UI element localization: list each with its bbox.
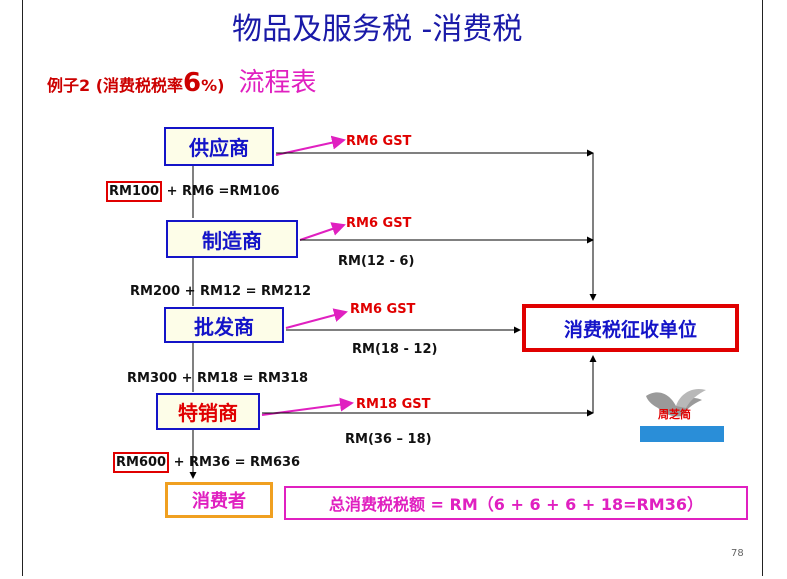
subtitle-rate-value: 6 (183, 68, 202, 98)
retailer-box: 特销商 (156, 393, 260, 430)
slide-frame (22, 0, 763, 576)
gst-label-retailer: RM18 GST (356, 397, 431, 412)
consumer-box: 消费者 (165, 482, 273, 518)
price-rest: + RM6 =RM106 (162, 184, 280, 199)
diff-label-wholesaler: RM(18 - 12) (352, 342, 438, 357)
subtitle-example-number: 2 (79, 76, 91, 95)
diff-label-retailer: RM(36 – 18) (345, 432, 432, 447)
tax-authority-box: 消费税征收单位 (522, 304, 739, 352)
wholesaler-box: 批发商 (164, 307, 284, 343)
gst-arrow-manufacturer (299, 222, 346, 241)
diff-label-manufacturer: RM(12 - 6) (338, 254, 415, 269)
manufacturer-box: 制造商 (166, 220, 298, 258)
bird-icon (640, 388, 724, 442)
author-logo: 周芝简 (636, 384, 724, 444)
subtitle-prefix: 例子 (47, 76, 80, 95)
price-base-highlight: RM100 (106, 181, 163, 202)
gst-label-wholesaler: RM6 GST (350, 302, 416, 317)
price-line-manufacturer: RM200 + RM12 = RM212 (130, 284, 312, 299)
subtitle-rate-suffix: %) (201, 76, 225, 95)
price-base-highlight: RM600 (113, 452, 170, 473)
slide-title: 物品及服务税 -消费税 (232, 12, 523, 47)
logo-text: 周芝简 (658, 408, 691, 421)
gst-label-supplier: RM6 GST (346, 134, 412, 149)
total-tax-box: 总消费税税额 = RM（6 + 6 + 6 + 18=RM36） (284, 486, 748, 520)
subtitle-rate-label: (消费税税率 (90, 76, 184, 95)
subtitle-flow-label: 流程表 (238, 68, 317, 98)
gst-arrow-wholesaler (285, 308, 348, 329)
gst-label-manufacturer: RM6 GST (346, 216, 412, 231)
page-number: 78 (731, 548, 744, 559)
price-line-wholesaler: RM300 + RM18 = RM318 (127, 371, 309, 386)
price-line-supplier: RM100 + RM6 =RM106 (106, 181, 280, 202)
subtitle: 例子2 (消费税税率6%) 流程表 (47, 62, 317, 99)
supplier-box: 供应商 (164, 127, 274, 166)
price-line-retailer: RM600 + RM36 = RM636 (113, 452, 301, 473)
price-rest: + RM36 = RM636 (169, 455, 301, 470)
